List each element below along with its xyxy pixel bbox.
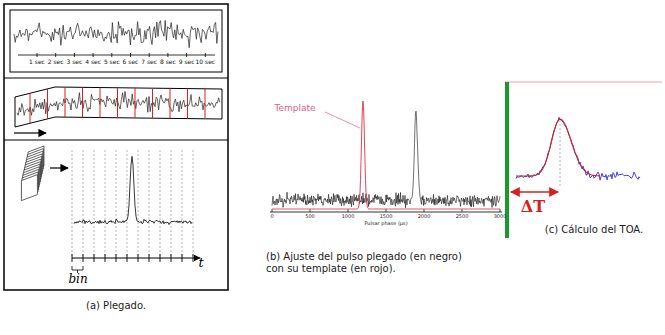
- phase-tick-label: 0: [270, 214, 273, 220]
- time-tick-label: 5 sec: [104, 59, 120, 66]
- divider: [4, 140, 228, 141]
- folded-stack: [21, 146, 44, 201]
- time-tick-label: 4 sec: [85, 59, 101, 66]
- time-tick-label: 2 sec: [48, 59, 64, 66]
- time-tick-label: 1 sec: [29, 59, 45, 66]
- subfigure-caption: (b) Ajuste del pulso plegado (en negro) …: [266, 251, 466, 274]
- phase-tick-label: 2500: [456, 214, 469, 220]
- peak-marker: [560, 120, 561, 188]
- arrow: [14, 132, 46, 133]
- time-tick-label: 6 sec: [123, 59, 139, 66]
- phase-tick-label: 500: [305, 214, 315, 220]
- leader-line: [325, 112, 360, 128]
- subfigure-caption: (c) Cálculo del TOA.: [535, 224, 653, 236]
- subfigure-caption: (a) Plegado.: [86, 300, 146, 312]
- folded-pulse: [272, 111, 500, 208]
- arrow: [50, 167, 68, 168]
- phase-tick-label: 3000: [494, 214, 507, 220]
- period-cuts: [30, 87, 205, 123]
- reference-line: [505, 82, 662, 83]
- phase-tick-label: 1000: [342, 214, 355, 220]
- bin-bracket: [72, 266, 83, 273]
- observed-pulse: [516, 117, 640, 180]
- time-tick-label: 7 sec: [141, 59, 157, 66]
- bin-grid: [72, 150, 193, 262]
- bin-axis: [72, 258, 200, 259]
- folded-profile: [74, 156, 192, 224]
- divider: [4, 78, 228, 79]
- phase-tick-label: 2000: [418, 214, 431, 220]
- time-tick-label: 3 sec: [66, 59, 82, 66]
- template-label: Template: [274, 103, 315, 113]
- time-tick-label: 8 sec: [160, 59, 176, 66]
- time-tick-label: 9 sec: [179, 59, 195, 66]
- time-tick-label: 10 sec: [195, 59, 215, 66]
- time-ticks: [37, 53, 205, 57]
- axis-label: t: [198, 256, 203, 271]
- phase-tick-label: 1500: [380, 214, 393, 220]
- panel-frame: [4, 4, 228, 290]
- axis-title: Pulsar phase (μs): [364, 221, 407, 227]
- template-curve: [272, 101, 500, 209]
- delta-t-label: ΔT: [521, 198, 545, 216]
- signal-box: [10, 10, 222, 72]
- raw-signal: [14, 20, 218, 47]
- fitted-template: [516, 119, 600, 176]
- time-axis: [18, 55, 215, 56]
- bin-label: bin: [68, 273, 87, 287]
- tilted-strip: [15, 87, 222, 127]
- delta-arrow: [511, 191, 558, 192]
